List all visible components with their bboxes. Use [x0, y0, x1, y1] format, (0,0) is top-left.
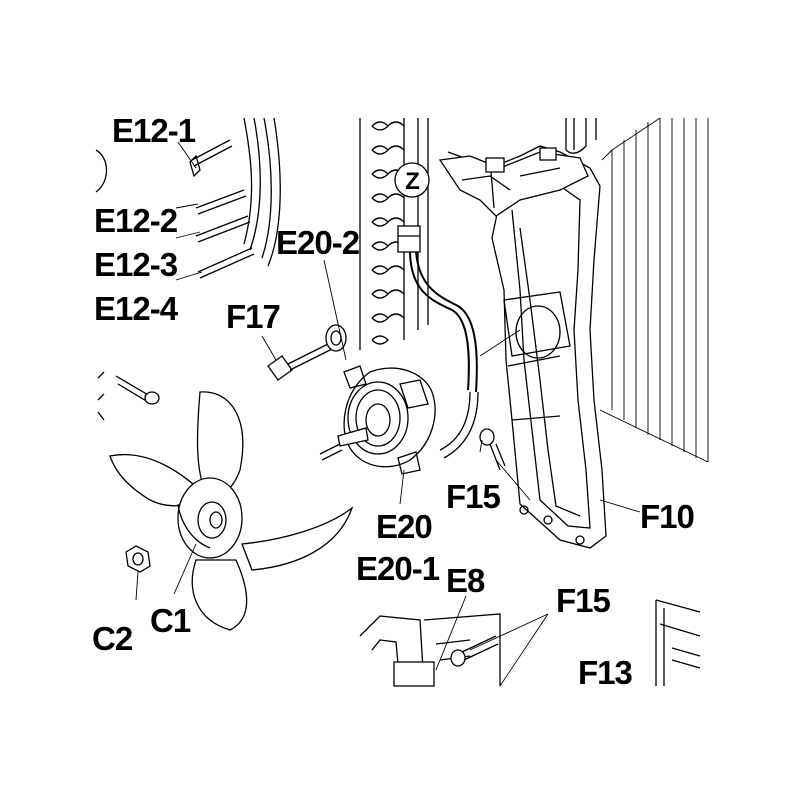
label-f17: F17 — [226, 298, 280, 335]
label-f15-upper: F15 — [446, 478, 501, 515]
coil-return-bends — [359, 118, 429, 350]
leader-lines — [135, 141, 641, 687]
label-e12-1: E12-1 — [112, 112, 196, 149]
label-e20-2: E20-2 — [276, 224, 360, 261]
label-f13: F13 — [578, 654, 633, 691]
spare-screw — [97, 371, 160, 421]
condenser-coil — [565, 117, 709, 463]
cable-bundle-e12 — [95, 117, 281, 279]
label-c1: C1 — [150, 602, 191, 639]
label-e12-4: E12-4 — [94, 290, 179, 327]
label-e20: E20 — [376, 508, 432, 545]
hex-nut-c2 — [125, 545, 151, 573]
label-c2: C2 — [92, 620, 133, 657]
screw-f15-lower — [450, 635, 499, 667]
fan-motor — [319, 365, 436, 475]
label-z: Z — [405, 168, 419, 195]
control-box-e8 — [359, 613, 501, 687]
rubber-bushing-e20-2 — [325, 324, 347, 352]
propeller-fan — [109, 391, 354, 631]
callout-z: Z — [394, 162, 430, 198]
motor-bracket — [438, 145, 607, 549]
screw-f17 — [267, 341, 335, 381]
label-e8: E8 — [446, 562, 485, 599]
label-e12-2: E12-2 — [94, 202, 178, 239]
connector-plug — [397, 225, 421, 253]
label-f15-lower: F15 — [556, 582, 611, 619]
label-e12-3: E12-3 — [94, 246, 178, 283]
label-e20-1: E20-1 — [356, 550, 440, 587]
wire-harness — [397, 225, 479, 459]
part-labels: E12-1 E12-2 E12-3 E12-4 E20-2 F17 F15 F1… — [92, 112, 695, 691]
panel-f13 — [655, 599, 701, 686]
screw-f15-upper — [479, 428, 506, 471]
label-f10: F10 — [640, 498, 694, 535]
